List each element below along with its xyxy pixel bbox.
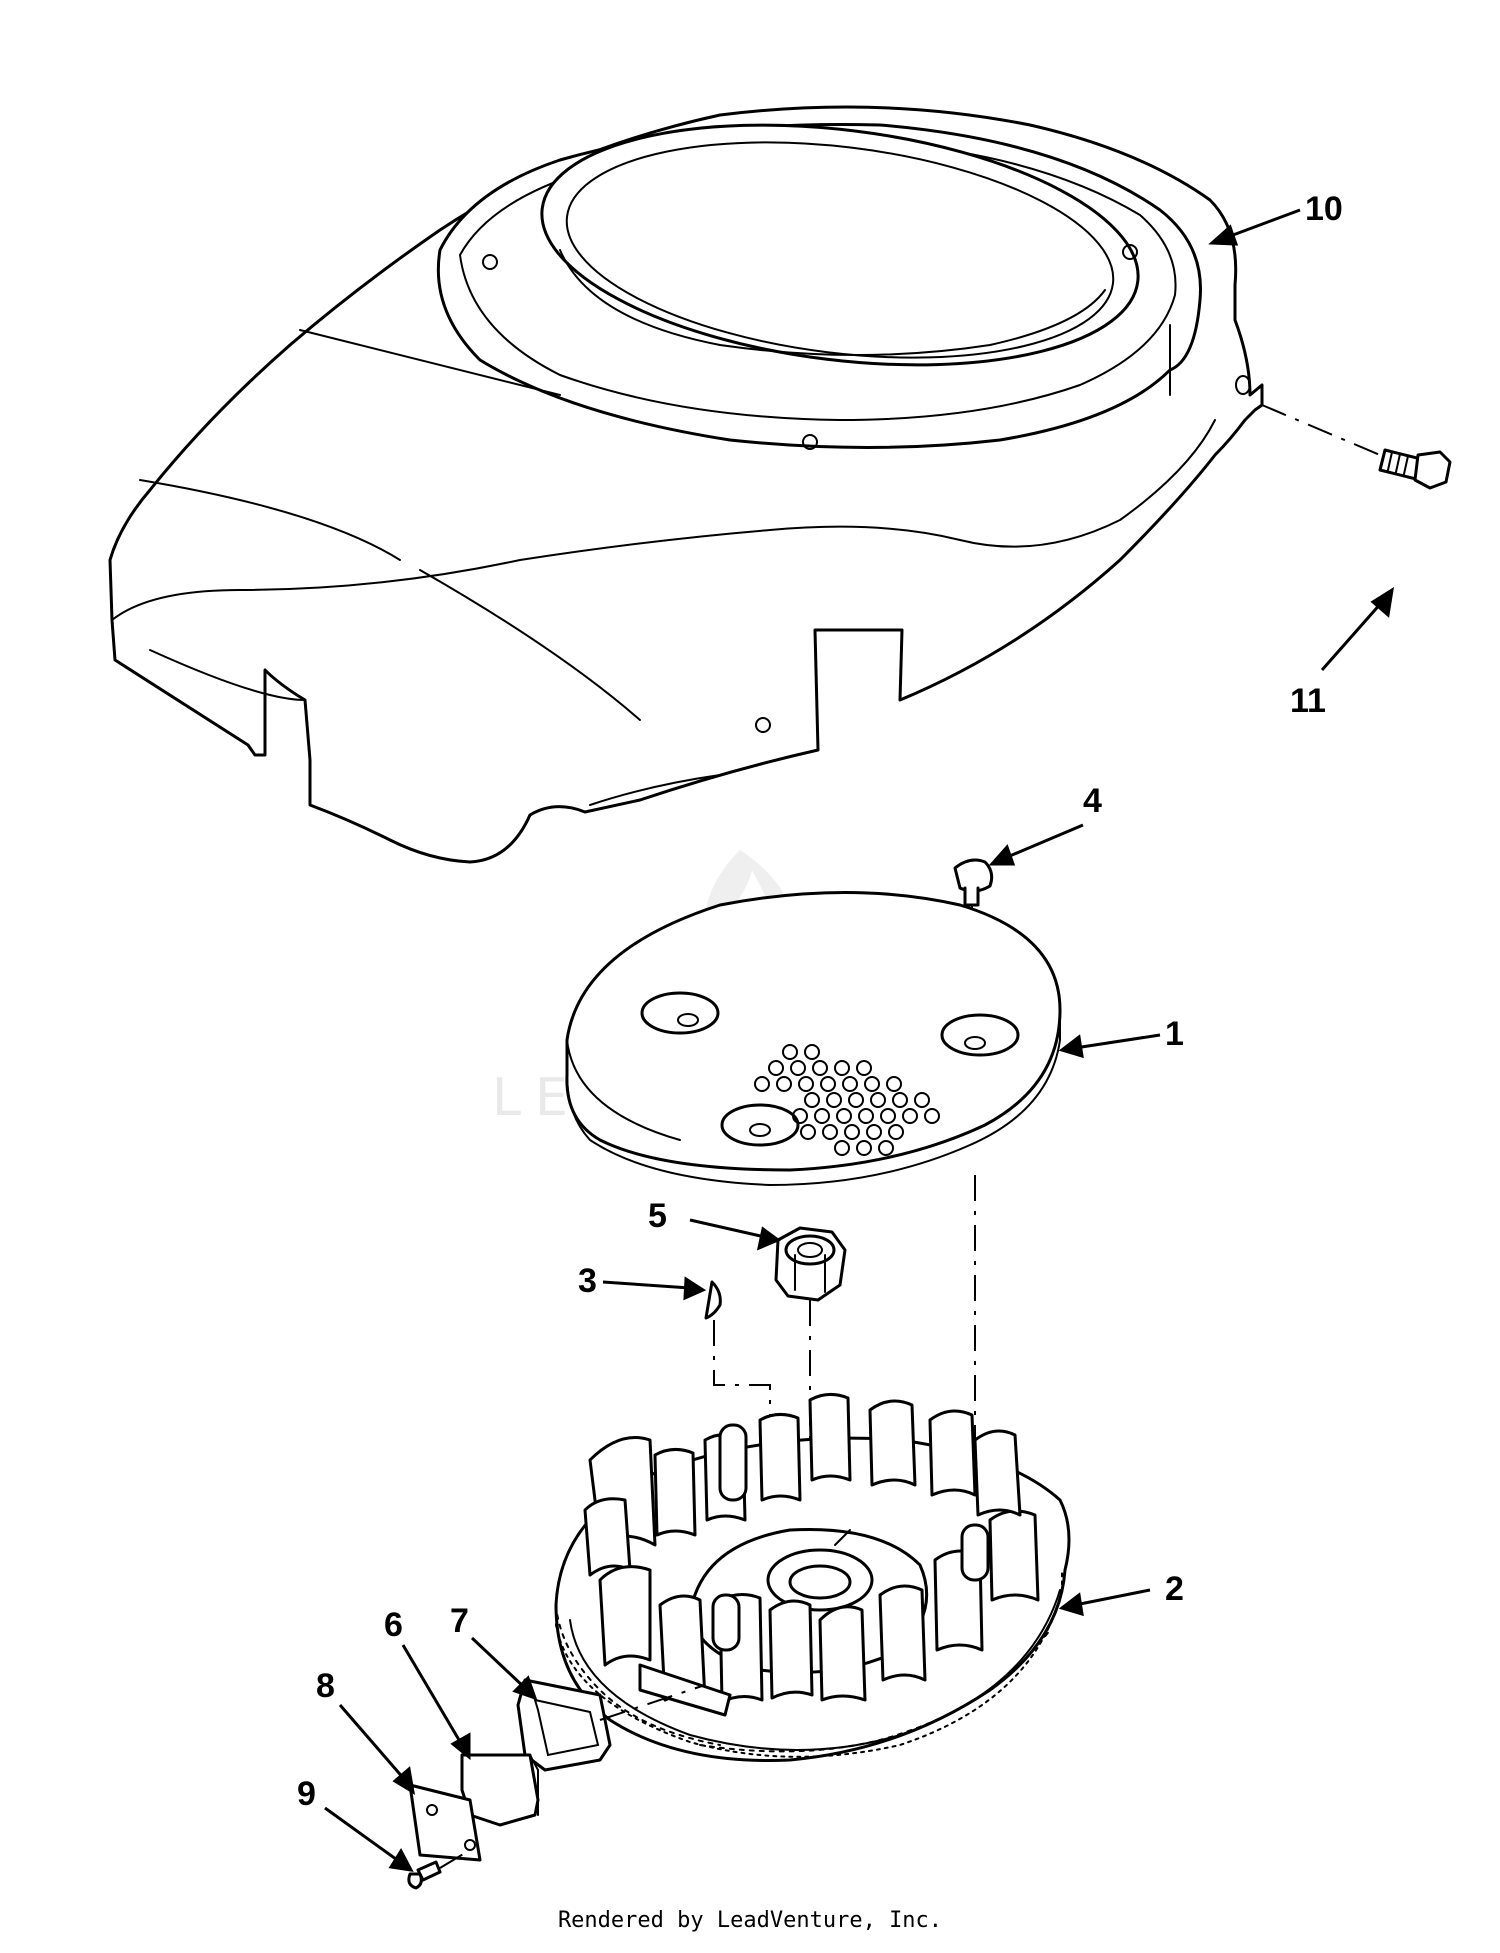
callout-9: 9 — [297, 1775, 316, 1813]
callout-3: 3 — [578, 1262, 597, 1300]
magnet-holder-7 — [516, 1678, 706, 1772]
flywheel — [554, 1393, 1071, 1762]
flywheel-fins — [583, 1393, 1040, 1704]
callout-10: 10 — [1305, 190, 1343, 228]
rotating-screen — [565, 891, 1062, 1510]
callout-5: 5 — [648, 1197, 667, 1235]
callout-6: 6 — [384, 1606, 403, 1644]
callout-11: 11 — [1290, 682, 1326, 720]
callout-2: 2 — [1165, 1570, 1184, 1608]
footer-credit: Rendered by LeadVenture, Inc. — [557, 1908, 943, 1933]
retainer-plate-8 — [408, 1783, 482, 1862]
screen-perforations — [754, 1044, 940, 1156]
callout-8: 8 — [316, 1667, 335, 1705]
screw-11 — [1261, 404, 1452, 490]
blower-housing — [108, 105, 1264, 864]
callout-arrows — [324, 208, 1395, 1872]
flywheel-nut — [774, 1226, 847, 1440]
callout-7: 7 — [450, 1602, 469, 1640]
callout-1: 1 — [1165, 1015, 1184, 1053]
screw-9 — [407, 1849, 471, 1890]
callout-4: 4 — [1083, 782, 1102, 820]
magnet-6 — [460, 1753, 540, 1827]
